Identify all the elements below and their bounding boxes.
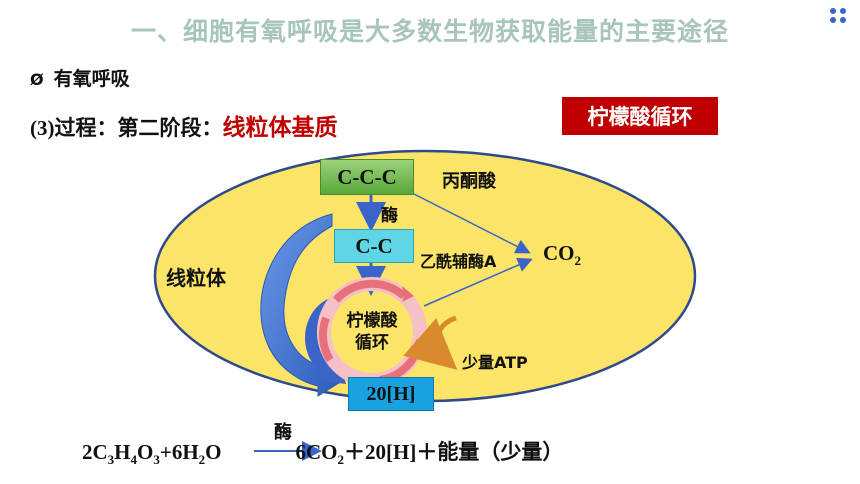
mitochondrion-label: 线粒体 [166, 266, 226, 290]
cycle-to-co2-arrow [423, 257, 533, 307]
formula-subscript: 2 [198, 452, 206, 468]
bullet-heading: Ø 有氧呼吸 [30, 64, 130, 91]
equation-right: 6CO2＋20[H]＋能量（少量） [295, 440, 564, 468]
acetyl-coa-label: 乙酰辅酶A [420, 252, 497, 271]
hydrogen-box: 20[H] [348, 377, 434, 411]
formula-subscript: 3 [107, 452, 115, 468]
cycle-line-1: 柠檬酸 [346, 311, 398, 331]
formula-subscript: 2 [337, 452, 345, 468]
cycle-center-label: 柠檬酸 循环 [344, 310, 400, 354]
formula-text: O [137, 440, 154, 464]
formula-text: +6H [159, 440, 199, 464]
page-title: 一、细胞有氧呼吸是大多数生物获取能量的主要途径 [130, 17, 729, 46]
mitochondrion-ellipse [153, 149, 697, 403]
formula-subscript: 3 [153, 452, 160, 468]
equation-left: 2C3H4O3+6H2O [82, 440, 222, 468]
citric-acid-cycle-badge: 柠檬酸循环 [562, 97, 718, 135]
step-label: 过程：第二阶段： [54, 116, 223, 140]
cycle-line-2: 循环 [355, 333, 389, 353]
corner-dots-icon [830, 8, 846, 23]
equation-enzyme-label: 酶 [274, 422, 292, 443]
bullet-arrow-icon: Ø [30, 70, 44, 89]
pyruvate-box: C-C-C [320, 159, 414, 195]
acetyl-coa-box: C-C [334, 229, 414, 263]
big-curved-arrow-icon [260, 213, 351, 397]
bullet-text: 有氧呼吸 [53, 68, 130, 90]
formula-subscript: 4 [130, 452, 138, 468]
formula-text: O [205, 440, 222, 464]
formula-text: 6CO [295, 440, 338, 464]
pyruvate-to-co2-arrow [413, 193, 531, 254]
step-number: (3) [30, 116, 55, 140]
formula-text: ＋20[H]＋能量（少量） [344, 440, 564, 464]
pyruvate-label: 丙酮酸 [442, 171, 496, 192]
co2-label: CO2 [543, 241, 581, 269]
formula-text: H [114, 440, 131, 464]
enzyme-label: 酶 [381, 206, 398, 226]
formula-text: 2C [82, 440, 108, 464]
atp-label: 少量ATP [462, 353, 528, 372]
atp-curved-arrow-icon [403, 315, 458, 370]
step-location: 线粒体基质 [222, 115, 338, 141]
step-heading: (3)过程：第二阶段：线粒体基质 [30, 108, 338, 142]
